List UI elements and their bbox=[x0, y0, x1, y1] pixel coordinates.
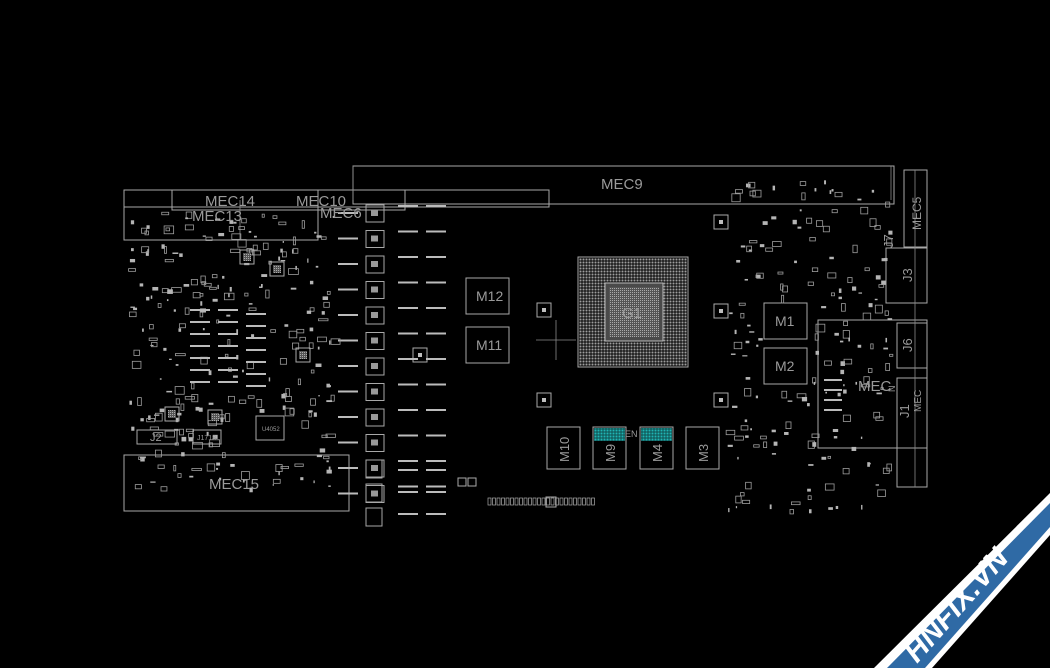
g1-bga[interactable] bbox=[577, 256, 689, 368]
label-mec-right2: MEC bbox=[913, 390, 924, 412]
bottom-pad-strip bbox=[457, 477, 595, 508]
label-n: N bbox=[887, 386, 897, 393]
memory-m3[interactable] bbox=[685, 426, 720, 470]
label-m11: M11 bbox=[476, 337, 502, 353]
label-j6: J6 bbox=[900, 338, 915, 352]
hnfix-watermark: HNFIX.VN bbox=[874, 493, 1050, 668]
mec5-outline bbox=[903, 169, 928, 248]
j1718-outline bbox=[192, 429, 222, 445]
watermark-ribbon-border bbox=[874, 493, 1050, 668]
label-u4052: U4052 bbox=[262, 427, 280, 433]
label-mec-right: MEC bbox=[858, 378, 892, 395]
label-m4: M4 bbox=[650, 444, 665, 462]
memory-m11[interactable] bbox=[465, 326, 510, 364]
label-m1: M1 bbox=[775, 313, 795, 329]
memory-m12[interactable] bbox=[465, 277, 510, 315]
mechanical-outlines bbox=[123, 165, 928, 512]
j6-outline bbox=[896, 322, 928, 369]
label-mec5: MEC5 bbox=[910, 196, 924, 230]
label-mec10: MEC10 bbox=[296, 193, 346, 210]
label-m2: M2 bbox=[775, 358, 795, 374]
right-component-field bbox=[725, 180, 894, 515]
label-m9: M9 bbox=[603, 444, 618, 462]
label-mec14: MEC14 bbox=[205, 193, 255, 210]
label-j2: J2 bbox=[150, 432, 162, 444]
j3-outline bbox=[885, 247, 928, 304]
mec13-outline bbox=[123, 189, 319, 241]
label-mec15: MEC15 bbox=[209, 476, 259, 493]
memory-m9[interactable] bbox=[592, 426, 627, 470]
label-mec13: MEC13 bbox=[192, 208, 242, 225]
label-mec6: MEC6 bbox=[320, 205, 362, 222]
watermark-text: HNFIX.VN bbox=[898, 541, 1016, 668]
label-g1: G1 bbox=[622, 305, 642, 322]
label-mec9: MEC9 bbox=[601, 176, 643, 193]
memory-m10[interactable] bbox=[546, 426, 581, 470]
label-m10: M10 bbox=[557, 437, 572, 462]
watermark-ribbon bbox=[887, 503, 1050, 668]
label-j7: J7 bbox=[881, 234, 896, 248]
j1-outline bbox=[896, 377, 928, 488]
label-en: EN bbox=[625, 429, 638, 439]
j2-outline bbox=[136, 429, 178, 445]
memory-m4[interactable] bbox=[639, 426, 674, 470]
mec15-outline bbox=[123, 454, 350, 512]
mount-pads bbox=[412, 214, 729, 408]
left-component-field bbox=[128, 211, 341, 493]
label-j1718: J1718 bbox=[197, 435, 216, 442]
label-m12: M12 bbox=[476, 288, 503, 304]
vrm-column bbox=[338, 204, 446, 527]
designator-labels: MEC9 MEC14 MEC10 MEC13 MEC6 MEC15 MEC5 M… bbox=[150, 176, 924, 493]
memory-m2[interactable] bbox=[763, 347, 808, 385]
memory-m1[interactable] bbox=[763, 302, 808, 340]
label-j1: J1 bbox=[897, 404, 912, 418]
u4052-outline[interactable] bbox=[255, 415, 285, 441]
label-j3: J3 bbox=[900, 268, 915, 282]
label-m3: M3 bbox=[696, 444, 711, 462]
